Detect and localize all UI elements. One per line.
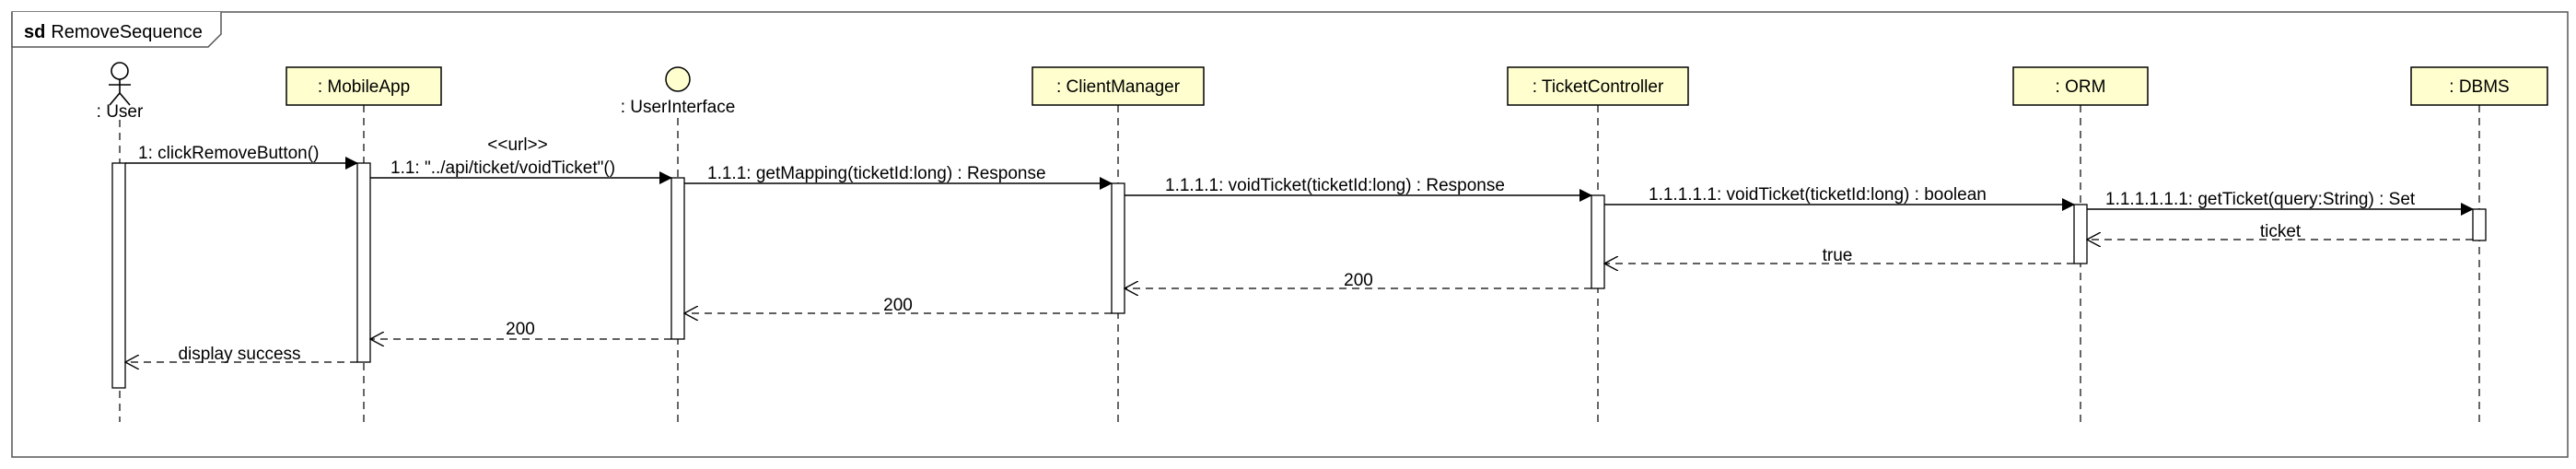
message-stereotype: <<url>> (487, 135, 548, 155)
participant-userinterface: : UserInterface (621, 66, 736, 117)
message-label: 1.1.1.1.1.1: getTicket(query:String) : S… (2105, 190, 2416, 209)
participant-box-clientmanager (1032, 66, 1205, 106)
return-label: 200 (883, 296, 913, 315)
activation-userinterface (670, 177, 685, 340)
activation-orm (2073, 204, 2088, 264)
message-label: 1.1.1.1.1: voidTicket(ticketId:long) : b… (1649, 185, 1987, 205)
participant-clientmanager: : ClientManager (1032, 66, 1205, 106)
participant-label-ticketcontroller: : TicketController (1533, 77, 1664, 97)
participant-box-dbms (2410, 66, 2548, 106)
return-label: ticket (2260, 222, 2302, 241)
message-label: 1.1: "../api/ticket/voidTicket"() (390, 158, 615, 178)
return-label: 200 (1344, 271, 1373, 290)
participant-label-dbms: : DBMS (2449, 77, 2509, 97)
frame-name: RemoveSequence (51, 22, 203, 42)
activation-clientmanager (1111, 182, 1125, 314)
return-display-success: display success (125, 345, 357, 364)
lifelines (119, 105, 2480, 422)
return-200-controller: 200 (1125, 271, 1591, 290)
return-true: true (1604, 246, 2074, 265)
return-200-userinterface: 200 (370, 320, 671, 339)
frame-title: sd RemoveSequence (24, 22, 203, 42)
actor-icon (109, 62, 131, 106)
message-1-1-1: 1.1.1: getMapping(ticketId:long) : Respo… (684, 164, 1113, 190)
participant-label-orm: : ORM (2056, 77, 2106, 97)
activation-bars (111, 162, 2487, 389)
activation-mobileapp (356, 162, 371, 363)
participant-label-user: : User (97, 102, 144, 122)
participant-ticketcontroller: : TicketController (1507, 66, 1689, 106)
participant-box-mobileapp (286, 66, 442, 106)
message-1-1-1-1: 1.1.1.1: voidTicket(ticketId:long) : Res… (1125, 176, 1592, 202)
return-label: display success (178, 345, 300, 364)
message-label: 1.1.1.1: voidTicket(ticketId:long) : Res… (1165, 176, 1505, 195)
message-1-1-1-1-1-1: 1.1.1.1.1.1: getTicket(query:String) : S… (2087, 190, 2474, 216)
message-label: 1.1.1: getMapping(ticketId:long) : Respo… (707, 164, 1046, 183)
message-1-1-1-1-1: 1.1.1.1.1: voidTicket(ticketId:long) : b… (1604, 185, 2075, 211)
participant-box-orm (2012, 66, 2149, 106)
return-label: true (1823, 246, 1853, 265)
participant-user: : User (97, 62, 144, 122)
activation-dbms (2472, 208, 2487, 241)
diagram-frame: sd RemoveSequence (11, 11, 2569, 458)
message-1-1: <<url>> 1.1: "../api/ticket/voidTicket"(… (370, 135, 672, 184)
message-label: 1: clickRemoveButton() (138, 144, 319, 163)
participant-orm: : ORM (2012, 66, 2149, 106)
participant-label-userinterface: : UserInterface (621, 98, 736, 117)
participant-dbms: : DBMS (2410, 66, 2548, 106)
return-200-clientmanager: 200 (684, 296, 1112, 315)
participant-box-ticketcontroller (1507, 66, 1689, 106)
activation-ticketcontroller (1591, 194, 1605, 289)
frame-title-tab (11, 12, 222, 48)
interface-icon (665, 66, 691, 92)
participant-label-clientmanager: : ClientManager (1056, 77, 1181, 97)
activation-user (111, 162, 126, 389)
frame-border (11, 11, 2569, 458)
message-1: 1: clickRemoveButton() (125, 144, 358, 170)
return-label: 200 (506, 320, 535, 339)
return-ticket: ticket (2087, 222, 2473, 241)
participant-label-mobileapp: : MobileApp (318, 77, 410, 97)
frame-keyword: sd (24, 22, 45, 42)
participant-mobileapp: : MobileApp (286, 66, 442, 106)
